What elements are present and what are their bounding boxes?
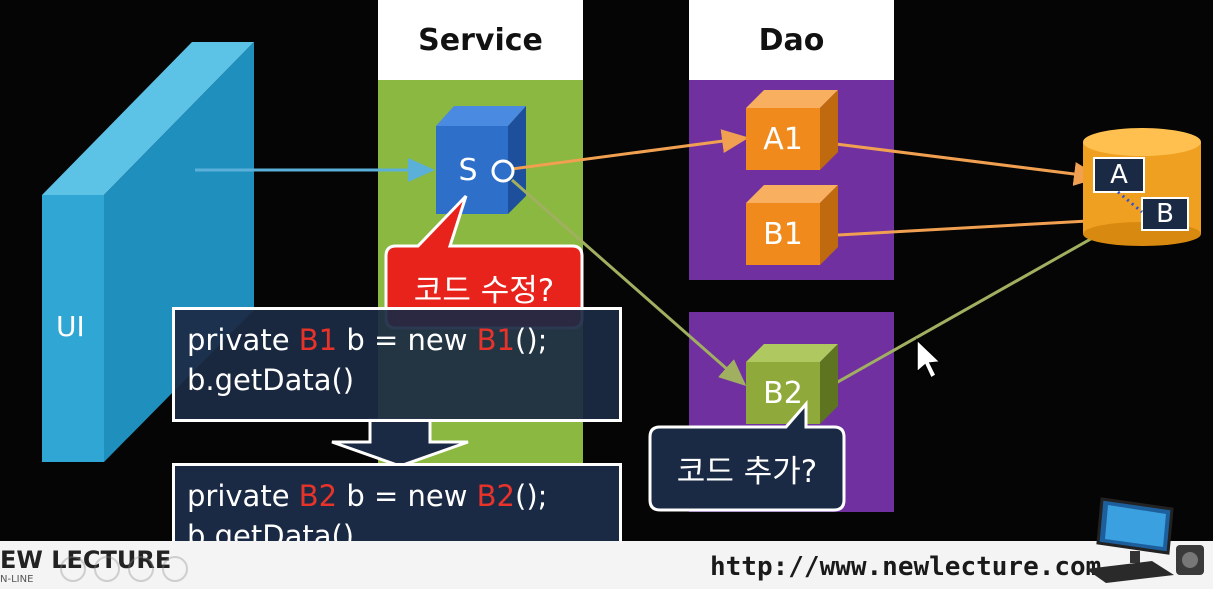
player-controls xyxy=(60,556,188,582)
connector-dot xyxy=(491,159,515,183)
modify-code-bubble-text: 코드 수정? xyxy=(413,272,555,309)
b2-cube xyxy=(746,344,838,424)
add-code-bubble xyxy=(648,399,846,512)
db-table-a-label: A xyxy=(1110,160,1128,190)
b1-cube xyxy=(746,185,838,265)
b2-to-db-arrow xyxy=(819,208,1145,394)
footer-bar xyxy=(0,541,1213,589)
s-to-b2-arrow xyxy=(511,178,747,386)
code-before-line1: private B1 b = new B1(); xyxy=(187,323,548,357)
service-column-header: Service xyxy=(378,0,583,80)
database-cylinder xyxy=(1083,128,1201,246)
b1-cube-label: B1 xyxy=(763,216,803,252)
footer-logo-sub: N-LINE xyxy=(0,574,34,585)
dao-column-header: Dao xyxy=(689,0,894,80)
db-table-b-label: B xyxy=(1156,199,1174,229)
a1-cube-label: A1 xyxy=(763,121,803,157)
window-icon[interactable] xyxy=(128,556,154,582)
code-after-type1: B2 xyxy=(298,479,338,513)
footer-url[interactable]: http://www.newlecture.com xyxy=(710,552,1102,582)
search-icon[interactable] xyxy=(60,556,86,582)
service-cube-label: S xyxy=(458,152,478,188)
zoom-icon[interactable] xyxy=(94,556,120,582)
a1-to-db-arrow xyxy=(819,140,1101,186)
b2-cube-label: B2 xyxy=(763,375,803,411)
more-icon[interactable] xyxy=(162,556,188,582)
s-to-a1-arrow xyxy=(503,129,749,172)
a1-cube xyxy=(746,90,838,170)
ui-wall xyxy=(42,42,254,462)
add-code-bubble-text: 코드 추가? xyxy=(676,454,818,490)
code-after-line1: private B2 b = new B2(); xyxy=(187,479,548,513)
code-before-box: private B1 b = new B1(); b.getData() xyxy=(172,307,622,422)
ui-label: UI xyxy=(56,310,85,343)
code-before-type1: B1 xyxy=(298,323,338,357)
computer-icon xyxy=(1086,497,1204,583)
code-before-line2: b.getData() xyxy=(187,363,355,397)
down-arrow xyxy=(331,418,469,468)
code-after-type2: B2 xyxy=(476,479,516,513)
mouse-cursor xyxy=(916,338,942,380)
code-before-type2: B1 xyxy=(476,323,516,357)
